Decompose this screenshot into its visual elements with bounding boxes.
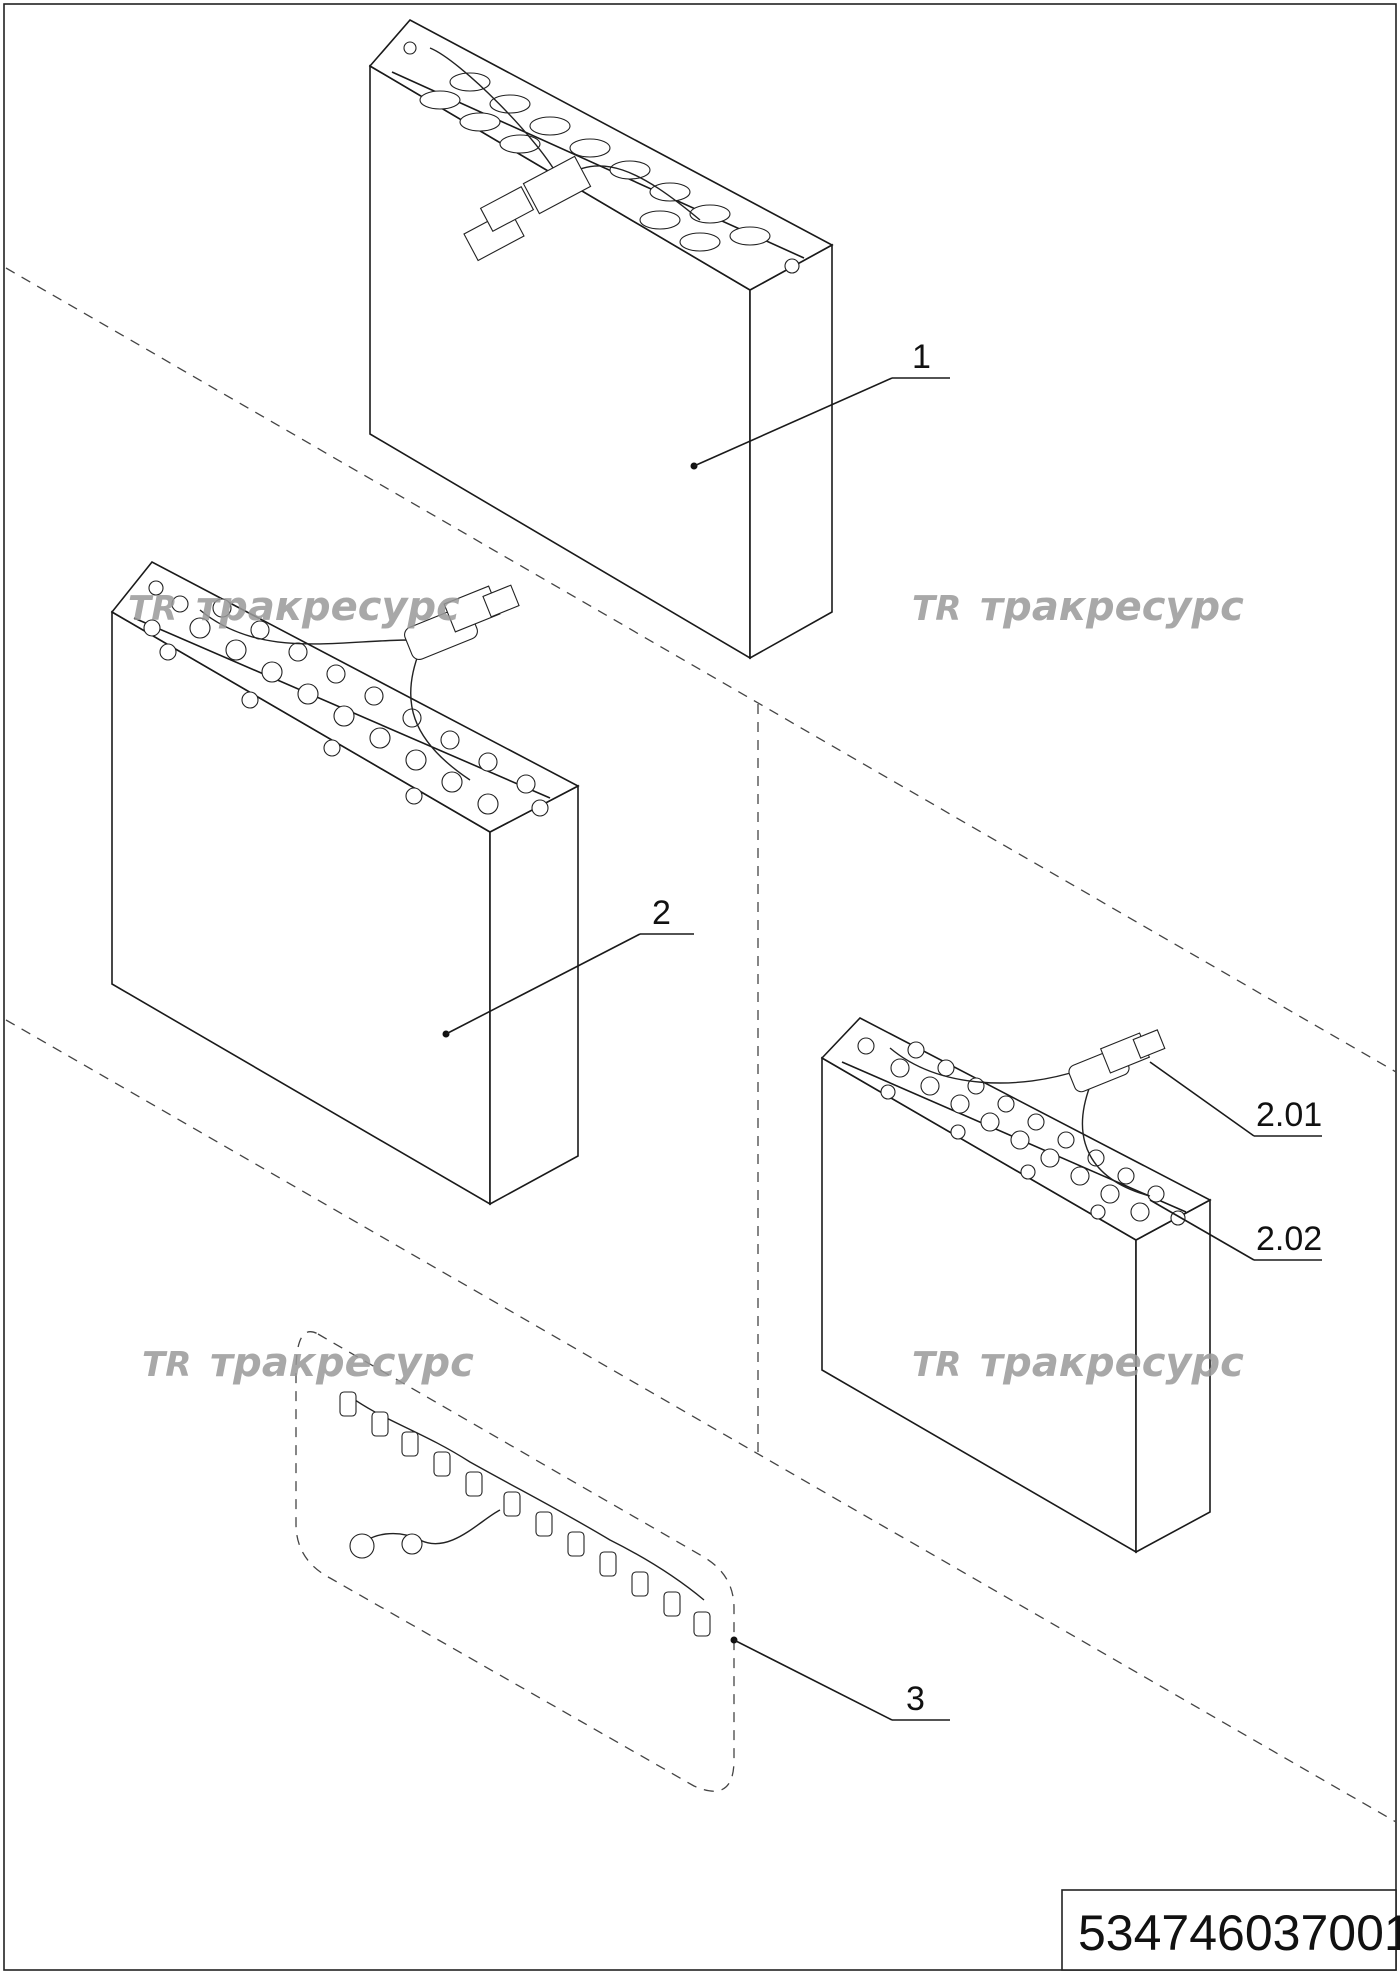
watermark-text: тракресурс bbox=[196, 584, 460, 630]
battery-1 bbox=[368, 18, 834, 660]
battery-1-cells bbox=[403, 41, 800, 274]
battery-2-detail-cells bbox=[857, 1037, 1186, 1226]
callout-2: 2 bbox=[442, 894, 694, 1038]
watermark-logo: TR bbox=[912, 1345, 961, 1385]
section-dividers bbox=[5, 267, 1397, 1823]
watermark-text: тракресурс bbox=[980, 584, 1244, 630]
watermark-text: тракресурс bbox=[980, 1340, 1244, 1386]
battery-2-detail bbox=[820, 1017, 1212, 1554]
battery-2 bbox=[110, 560, 580, 1206]
callout-2-01-label: 2.01 bbox=[1256, 1096, 1322, 1134]
battery-2-detail-connector bbox=[889, 1029, 1166, 1197]
item-3-caps bbox=[339, 1391, 711, 1637]
callout-3-label: 3 bbox=[906, 1680, 925, 1718]
watermark-4: TR тракресурс bbox=[912, 1340, 1244, 1386]
watermark-logo: TR bbox=[142, 1345, 191, 1385]
watermark-logo: TR bbox=[128, 589, 177, 629]
callout-3: 3 bbox=[730, 1636, 950, 1721]
battery-2-connector bbox=[199, 584, 520, 781]
watermark-2: TR тракресурс bbox=[128, 584, 460, 630]
battery-2-cells bbox=[143, 580, 549, 817]
callout-1: 1 bbox=[690, 338, 950, 470]
document-number: 534746037001 bbox=[1078, 1905, 1400, 1961]
callout-2-02-label: 2.02 bbox=[1256, 1220, 1322, 1258]
drawing-border bbox=[3, 3, 1397, 1971]
battery-1-connector bbox=[429, 47, 701, 262]
watermark-logo: TR bbox=[912, 589, 961, 629]
watermark-text: тракресурс bbox=[210, 1340, 474, 1386]
callout-2-02: 2.02 bbox=[1149, 1199, 1322, 1261]
watermark-1: TR тракресурс bbox=[912, 584, 1244, 630]
watermark-3: TR тракресурс bbox=[142, 1340, 474, 1386]
callout-2-label: 2 bbox=[652, 894, 671, 932]
document-number-box: 534746037001 bbox=[1061, 1889, 1400, 1971]
callout-2-01: 2.01 bbox=[1149, 1061, 1322, 1137]
item-3-dashed-boundary bbox=[295, 1331, 735, 1792]
callout-1-label: 1 bbox=[912, 338, 931, 376]
item-3-harness bbox=[295, 1331, 735, 1792]
